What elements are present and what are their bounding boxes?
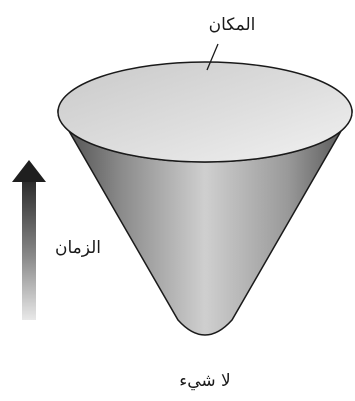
time-arrow-shaft — [22, 180, 36, 320]
time-arrow-head — [12, 160, 46, 182]
top-label-leader — [206, 43, 219, 71]
side-label-time: الزمان — [55, 238, 101, 258]
bottom-label-nothing: لا شيء — [179, 371, 231, 391]
top-label-space: المكان — [209, 15, 256, 35]
cone-top-opening — [57, 61, 353, 163]
